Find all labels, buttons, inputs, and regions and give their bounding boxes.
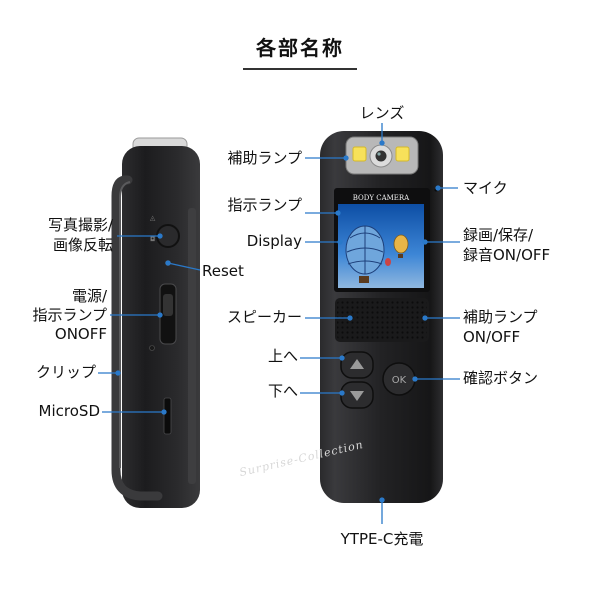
label-microsd: MicroSD — [38, 402, 100, 420]
label-power-line2: 指示ランプ — [32, 306, 107, 324]
up-arrow-icon — [350, 359, 364, 369]
label-confirm-button: 確認ボタン — [463, 369, 539, 387]
label-assist-lamp: 補助ランプ — [227, 149, 302, 167]
side-view-device: ◬ ◘ — [111, 137, 200, 508]
label-power-line3: ONOFF — [54, 325, 107, 343]
lens-glass — [375, 150, 387, 162]
label-display: Display — [246, 232, 302, 250]
label-speaker: スピーカー — [226, 308, 302, 326]
label-assist-onoff-line2: ON/OFF — [463, 328, 521, 346]
label-assist-onoff-line1: 補助ランプ — [463, 308, 538, 326]
label-reset: Reset — [202, 262, 244, 280]
label-photo-line1: 写真撮影/ — [47, 216, 113, 234]
label-indicator-lamp: 指示ランプ — [227, 196, 302, 214]
assist-led-right — [395, 146, 410, 162]
title-underline — [243, 68, 357, 70]
label-record-save-line2: 録音ON/OFF — [463, 246, 551, 264]
side-clip-highlight — [119, 181, 131, 468]
ok-key-label: OK — [392, 375, 407, 386]
side-clip — [111, 175, 163, 501]
label-photo-line2: 画像反転 — [52, 236, 113, 254]
label-power-line1: 電源/ — [71, 287, 107, 305]
label-mic: マイク — [463, 179, 508, 197]
down-arrow-icon — [350, 391, 364, 401]
assist-led-left — [352, 146, 367, 162]
side-microsd-slot — [163, 397, 172, 435]
leader-lines — [98, 123, 460, 524]
svg-text:◘: ◘ — [150, 235, 156, 243]
svg-text:◬: ◬ — [150, 214, 156, 222]
label-typec: YTPE-C充電 — [340, 530, 424, 548]
label-lens: レンズ — [359, 104, 405, 122]
front-view-device — [320, 131, 443, 503]
side-front-edge — [188, 208, 196, 484]
label-down: 下へ — [267, 382, 298, 400]
label-up: 上へ — [267, 347, 298, 365]
side-power-slider — [163, 294, 173, 316]
page-title: 各部名称 — [256, 36, 344, 60]
label-record-save-line1: 録画/保存/ — [463, 226, 534, 244]
screen-brand-text: BODY CAMERA — [353, 194, 410, 202]
label-clip: クリップ — [35, 363, 96, 381]
